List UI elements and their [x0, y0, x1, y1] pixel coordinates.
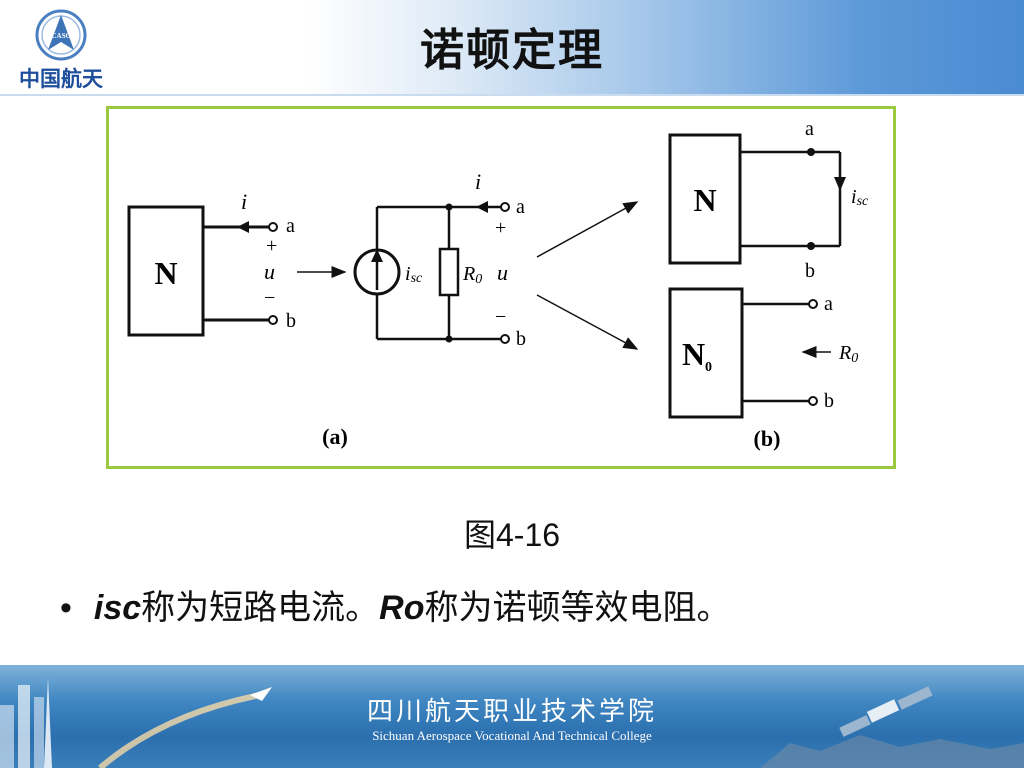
terminal-b-label-2: b	[516, 328, 526, 350]
r0-label-b: R0	[838, 342, 858, 366]
r0-symbol: Ro	[379, 589, 425, 627]
voltage-u-label: u	[264, 259, 275, 284]
voltage-u-label-2: u	[497, 260, 508, 285]
rocket-trail-icon	[98, 692, 261, 768]
logo-badge: CASC	[51, 32, 70, 40]
rocket-icon	[48, 15, 74, 50]
arrow-to-n0	[536, 294, 639, 350]
block-n0	[668, 287, 744, 419]
footer-banner: 四川航天职业技术学院 Sichuan Aerospace Vocational …	[0, 665, 1024, 768]
college-name-en: Sichuan Aerospace Vocational And Technic…	[372, 728, 652, 743]
current-i-label-2: i	[475, 169, 481, 194]
isc-label-b: isc	[851, 186, 869, 209]
label-a: (a)	[322, 424, 348, 449]
r0-label: R0	[462, 263, 482, 287]
short-current-arrow-icon	[834, 177, 846, 191]
isc-symbol: isc	[93, 589, 142, 627]
figure-caption: 图4-16	[0, 510, 1024, 556]
bullet-dot: •	[60, 589, 72, 627]
rocket-icon	[250, 687, 272, 701]
plus-sign: +	[266, 235, 277, 257]
label-b: (b)	[754, 426, 781, 451]
current-arrow-icon-2	[476, 201, 488, 213]
page-title: 诺顿定理	[420, 25, 604, 76]
caption-prefix: 图	[463, 516, 496, 554]
header-bar	[0, 0, 1024, 95]
current-arrow-icon	[237, 221, 249, 233]
casc-logo: CASC 中国航天	[19, 9, 104, 91]
circuit-figure: N i a b + u − isc	[106, 106, 896, 469]
circuit-a: N i a b + u − isc	[127, 169, 526, 449]
resistor-r0	[438, 247, 460, 297]
block-n	[127, 205, 205, 337]
header-divider	[0, 94, 1024, 96]
terminal-a-label-c: a	[824, 293, 833, 315]
bullet-item: • isc称为短路电流。Ro称为诺顿等效电阻。	[60, 580, 731, 629]
terminal-b-label-b: b	[805, 260, 815, 282]
block-n-b	[668, 133, 742, 265]
block-n-label: N	[154, 255, 177, 291]
block-n0-label: N0	[682, 336, 712, 375]
minus-sign-2: −	[495, 306, 506, 328]
current-i-label: i	[241, 189, 247, 214]
terminal-a-label: a	[286, 215, 295, 237]
arrow-to-short-circuit	[536, 201, 639, 258]
block-n-b-label: N	[693, 182, 716, 218]
isc-label: isc	[405, 263, 423, 286]
terminal-a-label-2: a	[516, 196, 525, 218]
isc-description: 称为短路电流。	[141, 588, 380, 628]
minus-sign: −	[264, 287, 275, 309]
terminal-b-label-c: b	[824, 390, 834, 412]
terminal-a-label-b: a	[805, 118, 814, 140]
terminal-b-label: b	[286, 310, 296, 332]
plus-sign-2: +	[495, 217, 506, 239]
college-name-cn: 四川航天职业技术学院	[366, 697, 657, 727]
circuit-b: N isc a b N0 a b R0 (b)	[668, 118, 869, 451]
caption-number: 4-16	[495, 517, 561, 553]
launch-tower-icon	[44, 677, 52, 768]
logo-text: 中国航天	[19, 67, 104, 91]
r0-description: 称为诺顿等效电阻。	[424, 588, 731, 628]
satellite-icon	[839, 686, 933, 737]
